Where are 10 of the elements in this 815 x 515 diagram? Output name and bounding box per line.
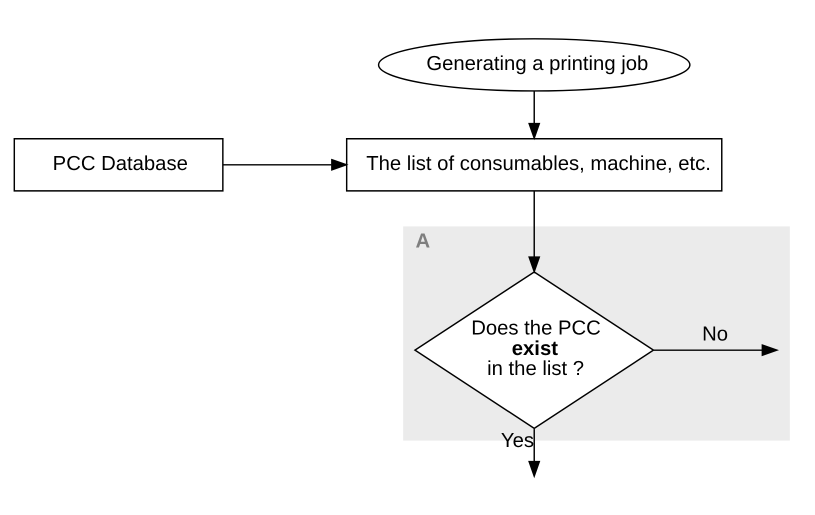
arrow [222,158,349,170]
edge-label: No [702,322,728,345]
node-diamond: Does the PCC exist in the list ? [414,270,655,429]
node-ellipse: Generating a printing job [378,38,691,92]
node-box: PCC Database [14,138,224,192]
node-box: The list of consumables, machine, etc. [346,138,722,192]
arrow [528,428,540,478]
arrow [528,190,540,274]
arrow [528,90,540,140]
arrow [654,344,780,356]
